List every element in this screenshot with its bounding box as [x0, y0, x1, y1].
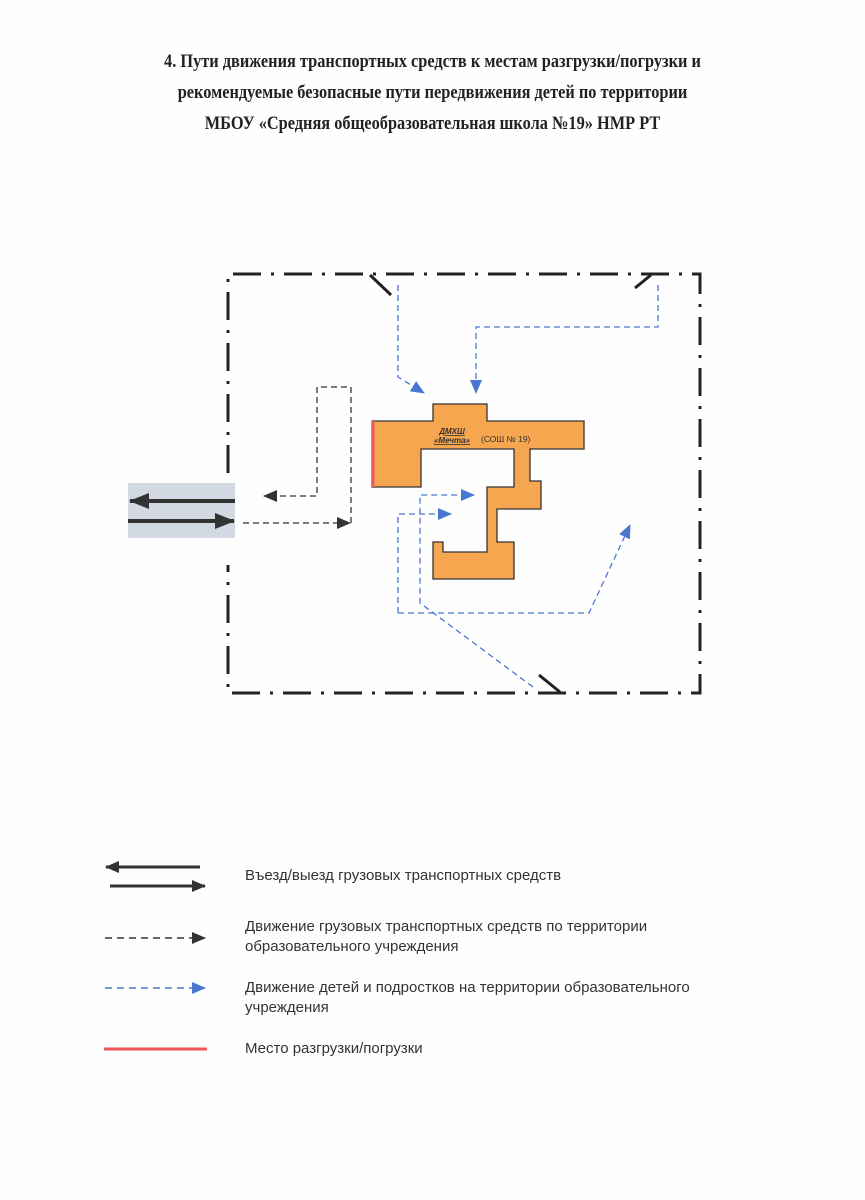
title-line: МБОУ «Средняя общеобразовательная школа … — [204, 113, 661, 134]
truck-path — [243, 386, 352, 529]
school-building — [371, 403, 585, 580]
legend-entry-label: Въезд/выезд грузовых транспортных средст… — [245, 867, 562, 884]
building-name: «Мечта» — [434, 436, 471, 445]
legend-unloading-label: Место разгрузки/погрузки — [245, 1040, 423, 1057]
road — [128, 483, 235, 538]
legend-children-path-label: Движение детей и подростков на территори… — [245, 978, 690, 1018]
territory-boundary — [226, 272, 702, 695]
legend-text: учреждения — [245, 999, 329, 1016]
children-path — [397, 285, 659, 688]
legend-text: Движение грузовых транспортных средств п… — [245, 918, 648, 935]
legend-truck-path-label: Движение грузовых транспортных средств п… — [245, 917, 647, 957]
page-title: 4. Пути движения транспортных средств к … — [40, 46, 825, 139]
gate-markers — [368, 273, 652, 694]
legend-symbols — [104, 861, 207, 1051]
school-label: (СОШ № 19) — [481, 434, 530, 444]
legend-text: Движение детей и подростков на территори… — [245, 979, 690, 996]
building-name: ДМХШ — [438, 427, 465, 436]
legend-text: образовательного учреждения — [245, 938, 459, 955]
title-line: 4. Пути движения транспортных средств к … — [164, 51, 701, 72]
title-line: рекомендуемые безопасные пути передвижен… — [177, 82, 688, 103]
